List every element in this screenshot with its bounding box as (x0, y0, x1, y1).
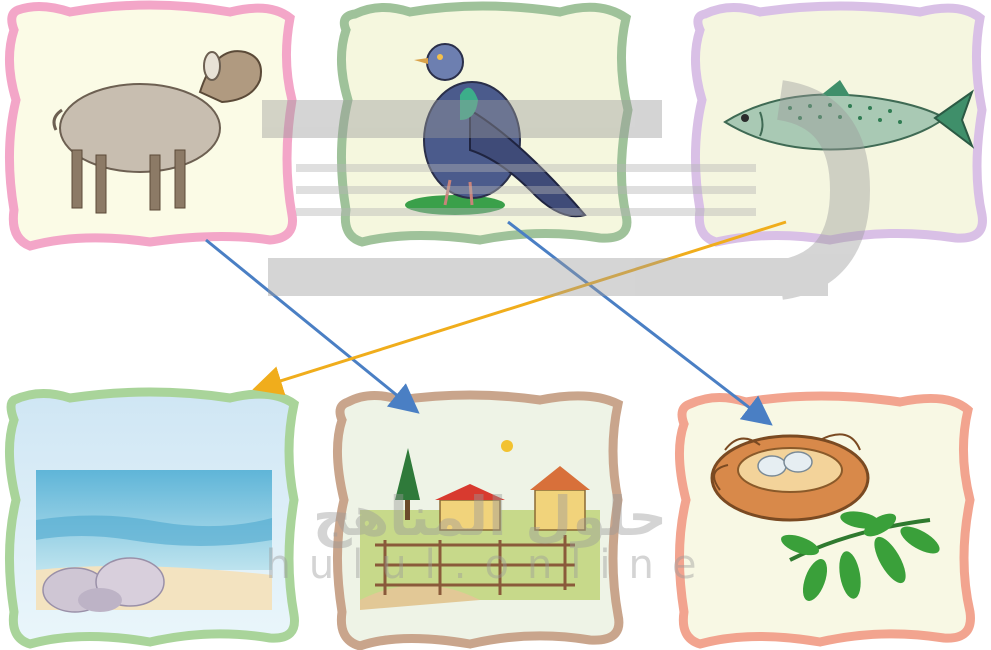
card-sea[interactable] (9, 392, 294, 644)
card-sheep[interactable] (9, 5, 292, 246)
arrow-fish-to-sea (258, 222, 786, 388)
card-nest[interactable] (679, 396, 970, 644)
watermark-arabic: حلول المناهج (313, 485, 667, 548)
watermark-latin: hulul.online (265, 542, 714, 588)
arrow-pigeon-to-nest (508, 222, 768, 422)
sea-icon (36, 470, 272, 612)
